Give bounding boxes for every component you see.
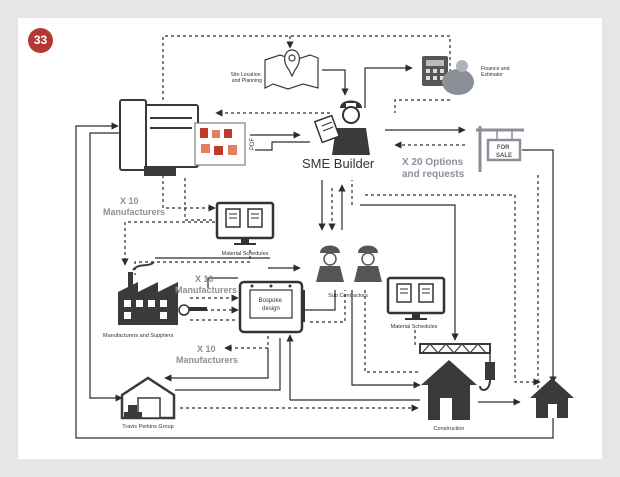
options-label-line2: and requests	[402, 169, 465, 180]
material-schedules-monitor-icon	[215, 201, 275, 245]
pdf-label: PDF	[250, 138, 256, 150]
x10-mid-manufacturers: Manufacturers	[175, 285, 237, 295]
x10-bottom-count: X 10	[197, 344, 216, 354]
connector-lines	[75, 35, 557, 439]
sub-contractor-worker-icon	[316, 245, 382, 282]
machine-icon	[119, 99, 199, 176]
for-sale-text: FOR SALE	[496, 145, 512, 159]
site-map-icon	[264, 49, 319, 90]
bospoke-design-label: Bospoke design	[258, 298, 283, 312]
construction-house-icon	[421, 360, 477, 420]
material-schedules-label-1: Material Schedules	[222, 251, 269, 257]
bospoke-design-tablet-icon	[238, 280, 305, 334]
construction-crane-icon	[419, 343, 495, 391]
factory-icon	[118, 261, 178, 325]
travis-perkins-label: Travis Perkins Group	[122, 424, 173, 430]
finance-label: Finance and Estimator	[481, 66, 511, 78]
tape-measure-icon	[178, 304, 207, 316]
construction-label: Construction	[434, 426, 465, 432]
x10-top-manufacturers: Manufacturers	[103, 207, 165, 217]
sme-builder-label: SME Builder	[302, 156, 375, 171]
material-schedules-monitor-2-icon	[386, 276, 446, 320]
x10-top-count: X 10	[120, 196, 139, 206]
x10-mid-count: X 10	[195, 274, 214, 284]
figure-number-badge: 33	[28, 28, 53, 53]
options-label: X 20 Options	[402, 157, 464, 168]
pdf-document-icon: PDF	[194, 122, 256, 166]
manufacturers-suppliers-label: Manufacturers and Suppliers	[103, 333, 174, 339]
finished-house-icon	[530, 378, 574, 418]
warehouse-icon	[120, 376, 176, 420]
x10-bottom-manufacturers: Manufacturers	[176, 355, 238, 365]
sme-builder-icon	[313, 100, 370, 155]
sub-contractors-label: Sub Contractors	[328, 293, 368, 299]
finance-calculator-icon	[422, 56, 474, 95]
site-location-label: Site Location and Planning	[231, 72, 263, 84]
for-sale-sign-icon	[476, 126, 524, 172]
diagram-card	[18, 18, 602, 459]
material-schedules-label-2: Material Schedules	[391, 324, 438, 330]
